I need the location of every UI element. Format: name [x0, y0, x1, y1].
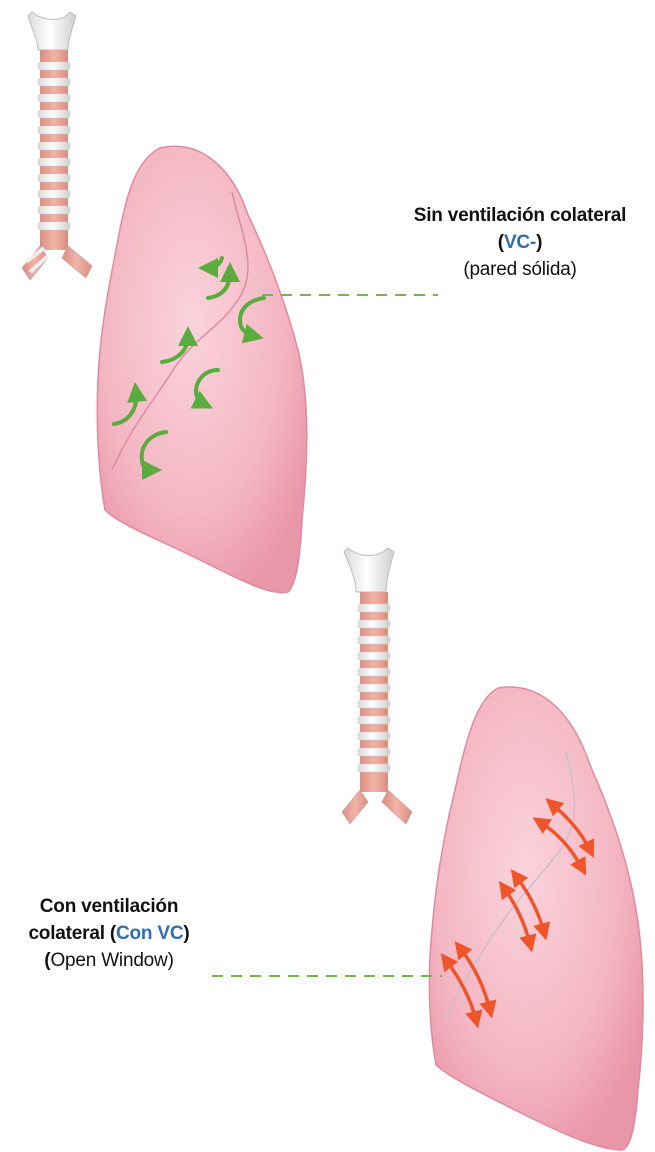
bottom-trachea	[342, 548, 412, 824]
bottom-lung	[429, 687, 643, 1150]
caption-no-collateral-ventilation: Sin ventilación colateral (VC-) (pared s…	[380, 202, 655, 283]
caption-top-note: (pared sólida)	[380, 256, 655, 283]
top-trachea	[22, 12, 92, 280]
caption-top-paren-close: )	[536, 232, 542, 253]
caption-bottom-title: Con ventilación	[40, 896, 178, 917]
caption-bottom-suffix: )	[183, 923, 189, 944]
top-lung	[97, 146, 307, 592]
caption-bottom-note: Open Window)	[50, 950, 173, 971]
caption-top-code: VC-	[504, 232, 536, 253]
caption-bottom-code: Con VC	[116, 923, 183, 944]
caption-with-collateral-ventilation: Con ventilación colateral (Con VC) (Open…	[0, 893, 218, 974]
caption-top-title: Sin ventilación colateral	[414, 205, 627, 226]
caption-bottom-prefix: colateral (	[28, 923, 116, 944]
